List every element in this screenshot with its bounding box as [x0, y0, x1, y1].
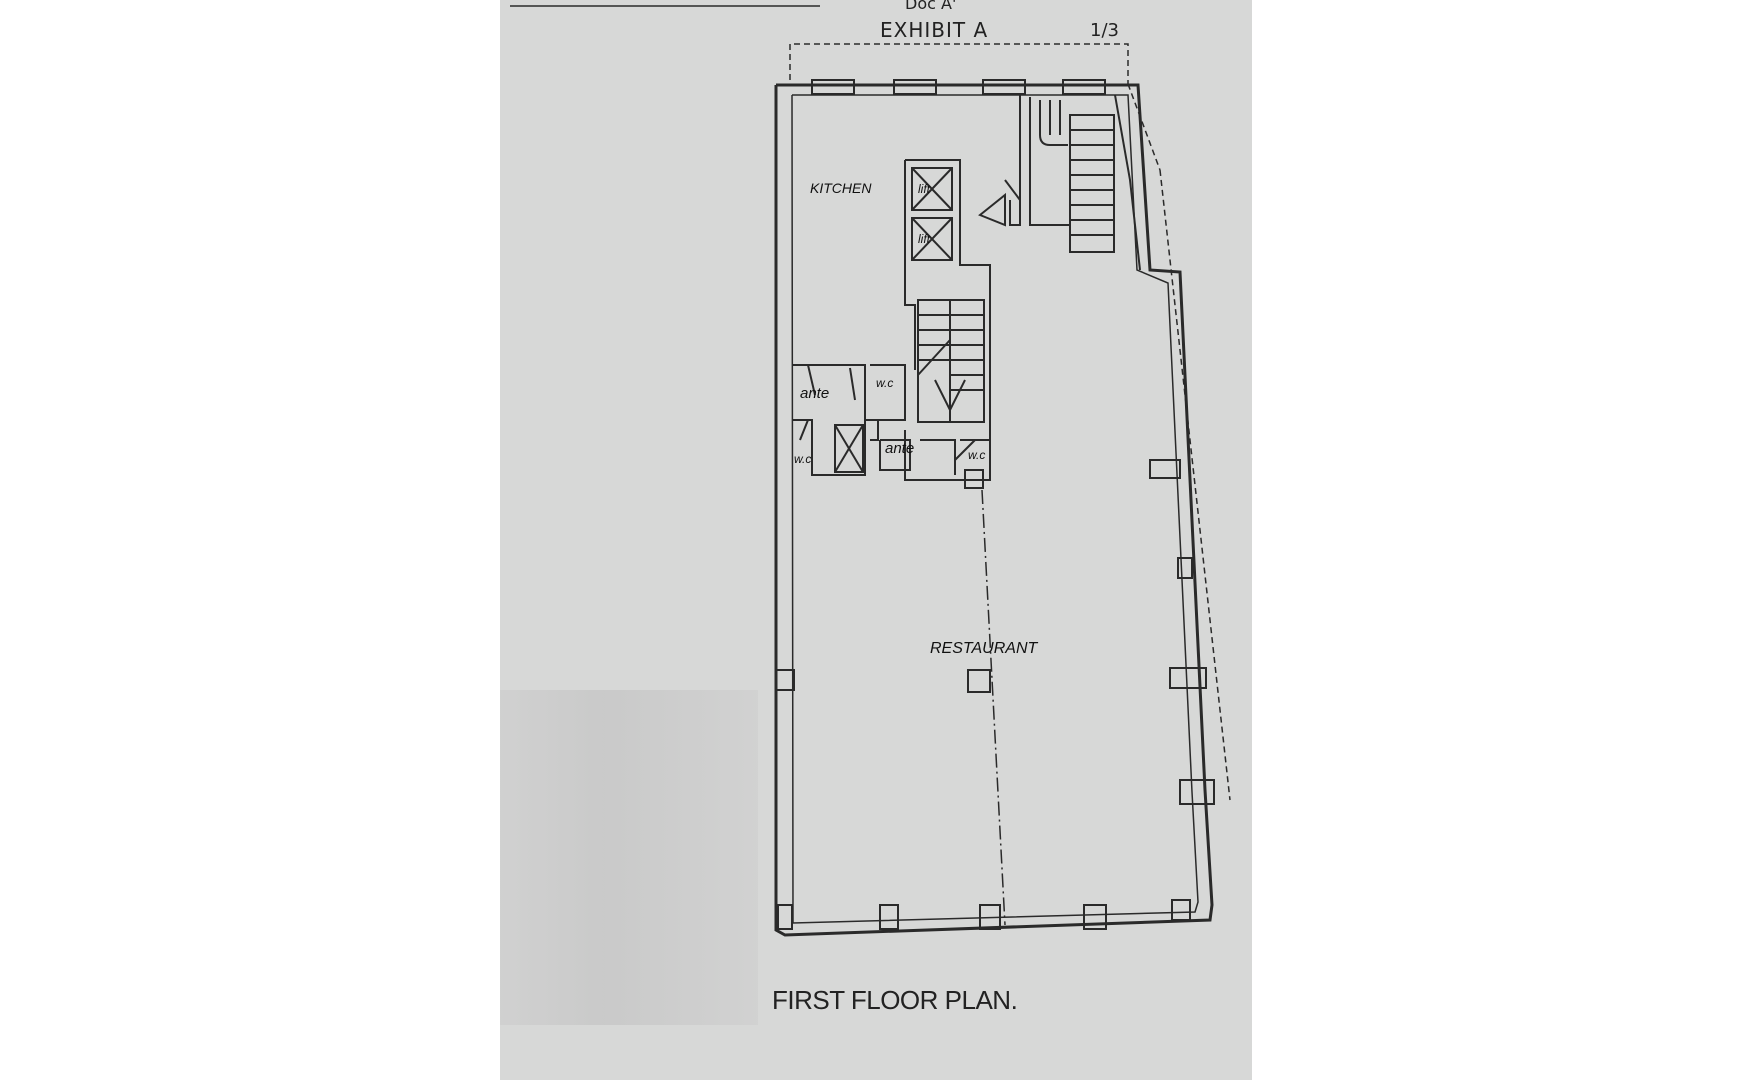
- exhibit-label: EXHIBIT A: [880, 18, 989, 42]
- room-label-ante-2: ante: [885, 440, 915, 457]
- doc-reference: Doc A': [905, 0, 957, 13]
- column: [967, 669, 991, 693]
- main-stair: [1029, 94, 1141, 271]
- scan-shading: [500, 690, 758, 1025]
- core-stair: [917, 299, 985, 423]
- outer-walls: [774, 83, 1214, 937]
- right-windows: [1149, 459, 1215, 805]
- room-label-wc-3: w.c: [968, 448, 986, 462]
- room-label-kitchen: KITCHEN: [810, 180, 872, 196]
- room-label-restaurant: RESTAURANT: [930, 640, 1038, 657]
- toilet-block: [792, 364, 991, 489]
- grid-line: [981, 489, 1006, 926]
- room-label-lift-2: lift: [918, 232, 930, 246]
- room-label-lift-1: lift: [918, 182, 930, 196]
- top-windows: [811, 79, 1106, 95]
- lift-shafts: [904, 95, 1021, 430]
- bottom-windows: [777, 899, 1191, 930]
- room-label-ante-1: ante: [800, 385, 830, 402]
- plan-title: FIRST FLOOR PLAN.: [772, 985, 1018, 1015]
- dashed-boundary: [789, 43, 1231, 801]
- room-label-wc-2: w.c: [794, 452, 812, 466]
- room-label-wc-1: w.c: [876, 376, 894, 390]
- page-number: 1/3: [1090, 20, 1119, 41]
- left-window: [775, 669, 795, 691]
